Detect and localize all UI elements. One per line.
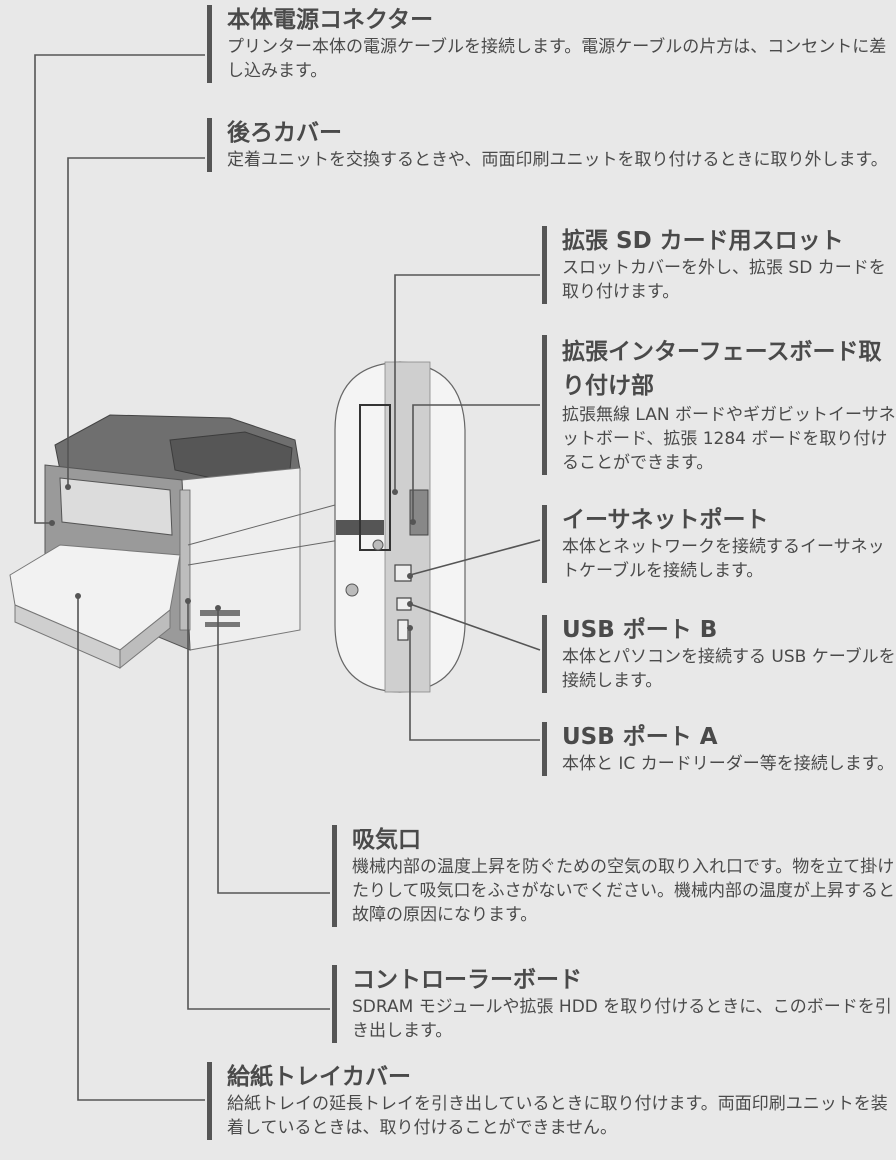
callout-rear-cover: 後ろカバー 定着ユニットを交換するときや、両面印刷ユニットを取り付けるときに取り… (207, 118, 896, 172)
leader-lines (34, 54, 541, 1101)
callout-desc: 拡張無線 LAN ボードやギガビットイーサネットボード、拡張 1284 ボードを… (562, 405, 896, 473)
callout-title: 後ろカバー (227, 120, 342, 146)
callout-desc: 本体とパソコンを接続する USB ケーブルを接続します。 (562, 647, 896, 691)
callout-air-intake: 吸気口 機械内部の温度上昇を防ぐための空気の取り入れ口です。物を立て掛けたりして… (332, 825, 896, 927)
callout-title: コントローラーボード (352, 967, 582, 993)
callout-desc: スロットカバーを外し、拡張 SD カードを取り付けます。 (562, 258, 886, 302)
callout-sd-slot: 拡張 SD カード用スロット スロットカバーを外し、拡張 SD カードを取り付け… (542, 226, 896, 304)
printer-illustration (9, 414, 341, 670)
callout-desc: 本体とネットワークを接続するイーサネットケーブルを接続します。 (562, 537, 885, 581)
callout-title: 給紙トレイカバー (227, 1064, 411, 1090)
callout-desc: 給紙トレイの延長トレイを引き出しているときに取り付けます。両面印刷ユニットを装着… (227, 1094, 888, 1138)
callout-controller-board: コントローラーボード SDRAM モジュールや拡張 HDD を取り付けるときに、… (332, 965, 896, 1043)
callout-desc: 本体と IC カードリーダー等を接続します。 (562, 754, 894, 774)
callout-paper-tray-cover: 給紙トレイカバー 給紙トレイの延長トレイを引き出しているときに取り付けます。両面… (207, 1062, 896, 1140)
callout-ethernet-port: イーサネットポート 本体とネットワークを接続するイーサネットケーブルを接続します… (542, 505, 896, 583)
callout-interface-board: 拡張インターフェースボード取り付け部 拡張無線 LAN ボードやギガビットイーサ… (542, 335, 896, 475)
callout-title: 本体電源コネクター (227, 7, 434, 33)
magnified-port-view (334, 361, 466, 693)
callout-title: イーサネットポート (562, 507, 769, 533)
callout-title: 拡張インターフェースボード取り付け部 (562, 339, 882, 399)
callout-title: USB ポート A (562, 724, 718, 750)
callout-desc: 定着ユニットを交換するときや、両面印刷ユニットを取り付けるときに取り外します。 (227, 150, 888, 170)
callout-usb-port-a: USB ポート A 本体と IC カードリーダー等を接続します。 (542, 722, 896, 776)
callout-desc: SDRAM モジュールや拡張 HDD を取り付けるときに、このボードを引き出しま… (352, 997, 892, 1041)
callout-desc: 機械内部の温度上昇を防ぐための空気の取り入れ口です。物を立て掛けたりして吸気口を… (352, 857, 895, 925)
callout-power-connector: 本体電源コネクター プリンター本体の電源ケーブルを接続します。電源ケーブルの片方… (207, 5, 896, 83)
callout-title: USB ポート B (562, 617, 718, 643)
callout-usb-port-b: USB ポート B 本体とパソコンを接続する USB ケーブルを接続します。 (542, 615, 896, 693)
callout-desc: プリンター本体の電源ケーブルを接続します。電源ケーブルの片方は、コンセントに差し… (227, 37, 887, 81)
callout-title: 吸気口 (352, 827, 421, 853)
callout-title: 拡張 SD カード用スロット (562, 228, 844, 254)
